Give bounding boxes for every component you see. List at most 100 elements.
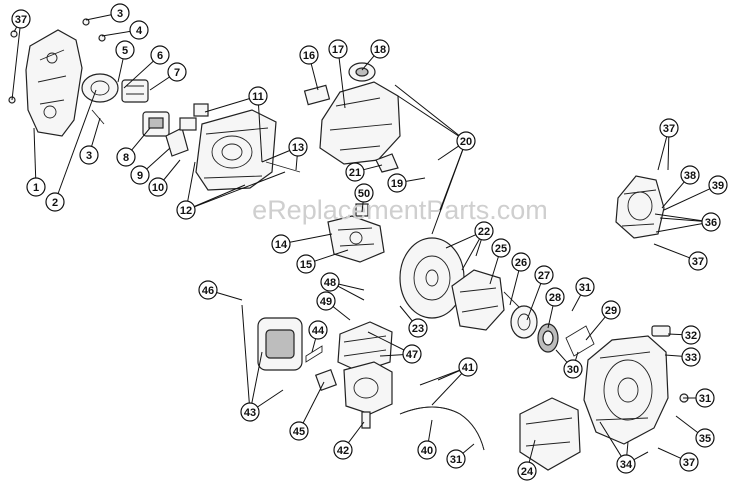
callout-circle: [289, 421, 309, 441]
callout-number: 35: [699, 433, 711, 445]
callout-31: 31: [446, 449, 466, 469]
callout-circle: [198, 280, 218, 300]
callout-number: 1: [33, 182, 39, 194]
callout-circle: [491, 238, 511, 258]
callout-number: 18: [374, 44, 386, 56]
leader-line: [194, 184, 246, 207]
callout-1: 1: [26, 177, 46, 197]
callout-4: 4: [129, 20, 149, 40]
callout-number: 3: [117, 8, 123, 20]
callout-12: 12: [176, 200, 196, 220]
callout-20: 20: [456, 131, 476, 151]
leader-line: [337, 285, 365, 301]
leader-line: [101, 30, 131, 37]
clutch-part: [510, 305, 559, 353]
callout-circle: [688, 251, 708, 271]
leader-line: [258, 104, 263, 163]
leader-line: [585, 316, 606, 341]
air-filter-part: [257, 317, 393, 392]
leader-line: [332, 306, 351, 321]
callout-19: 19: [387, 173, 407, 193]
callout-39: 39: [708, 175, 728, 195]
callout-number: 15: [300, 259, 312, 271]
callout-circle: [517, 461, 537, 481]
callout-number: 27: [538, 270, 550, 282]
callout-number: 46: [202, 285, 214, 297]
callout-circle: [115, 40, 135, 60]
callout-25: 25: [491, 238, 511, 258]
exploded-parts: [8, 18, 689, 471]
leader-line: [437, 145, 459, 161]
leader-line: [194, 171, 286, 208]
leader-line: [216, 292, 243, 301]
leader-line: [659, 217, 703, 222]
starter-housing-part: [615, 175, 665, 239]
leader-line: [419, 369, 460, 386]
callout-47: 47: [402, 344, 422, 364]
carburetor-part: [327, 203, 385, 263]
callout-circle: [563, 359, 583, 379]
callout-number: 40: [421, 445, 433, 457]
callout-number: 10: [152, 182, 164, 194]
leader-line: [204, 98, 250, 113]
leader-line: [361, 201, 364, 213]
callout-circle: [288, 137, 308, 157]
callout-9: 9: [130, 165, 150, 185]
bracket-part: [519, 397, 581, 471]
callout-7: 7: [167, 62, 187, 82]
callout-17: 17: [328, 39, 348, 59]
callout-26: 26: [511, 252, 531, 272]
leader-line: [571, 294, 582, 312]
leader-line: [91, 117, 101, 147]
callout-24: 24: [517, 461, 537, 481]
callout-circle: [308, 320, 328, 340]
callout-22: 22: [474, 221, 494, 241]
callout-45: 45: [289, 421, 309, 441]
callout-number: 29: [605, 305, 617, 317]
callout-number: 2: [52, 197, 58, 209]
callout-32: 32: [681, 325, 701, 345]
cylinder-block-part: [193, 103, 277, 191]
leader-line: [445, 234, 477, 249]
callout-circle: [271, 234, 291, 254]
callout-number: 45: [293, 426, 305, 438]
leader-line: [437, 370, 460, 381]
leader-line: [361, 55, 375, 71]
callout-37: 37: [679, 452, 699, 472]
callout-circle: [456, 131, 476, 151]
fan-part: [451, 269, 505, 331]
callout-circle: [408, 318, 428, 338]
callout-number: 32: [685, 330, 697, 342]
leader-line: [397, 95, 459, 137]
callout-number: 33: [685, 352, 697, 364]
callout-29: 29: [601, 300, 621, 320]
engine-cover-part: [303, 62, 401, 165]
leader-line: [146, 147, 171, 170]
callout-circle: [11, 9, 31, 29]
leader-line: [367, 331, 405, 351]
leader-line: [653, 243, 690, 259]
callout-circle: [333, 440, 353, 460]
leader-line: [251, 351, 263, 404]
callout-14: 14: [271, 234, 291, 254]
bearing-ring-part: [81, 73, 119, 103]
callout-37: 37: [688, 251, 708, 271]
callout-36: 36: [701, 212, 721, 232]
callout-3: 3: [79, 145, 99, 165]
callout-33: 33: [681, 347, 701, 367]
callout-circle: [681, 325, 701, 345]
leader-line: [85, 14, 112, 21]
callout-27: 27: [534, 265, 554, 285]
callout-28: 28: [545, 287, 565, 307]
callout-38: 38: [680, 165, 700, 185]
callout-number: 3: [86, 150, 92, 162]
callout-35: 35: [695, 428, 715, 448]
callout-number: 31: [450, 454, 462, 466]
leader-line: [57, 89, 97, 194]
callout-circle: [681, 347, 701, 367]
callout-circle: [150, 45, 170, 65]
callout-number: 12: [180, 205, 192, 217]
leader-line: [11, 27, 21, 101]
leader-line: [575, 351, 579, 361]
